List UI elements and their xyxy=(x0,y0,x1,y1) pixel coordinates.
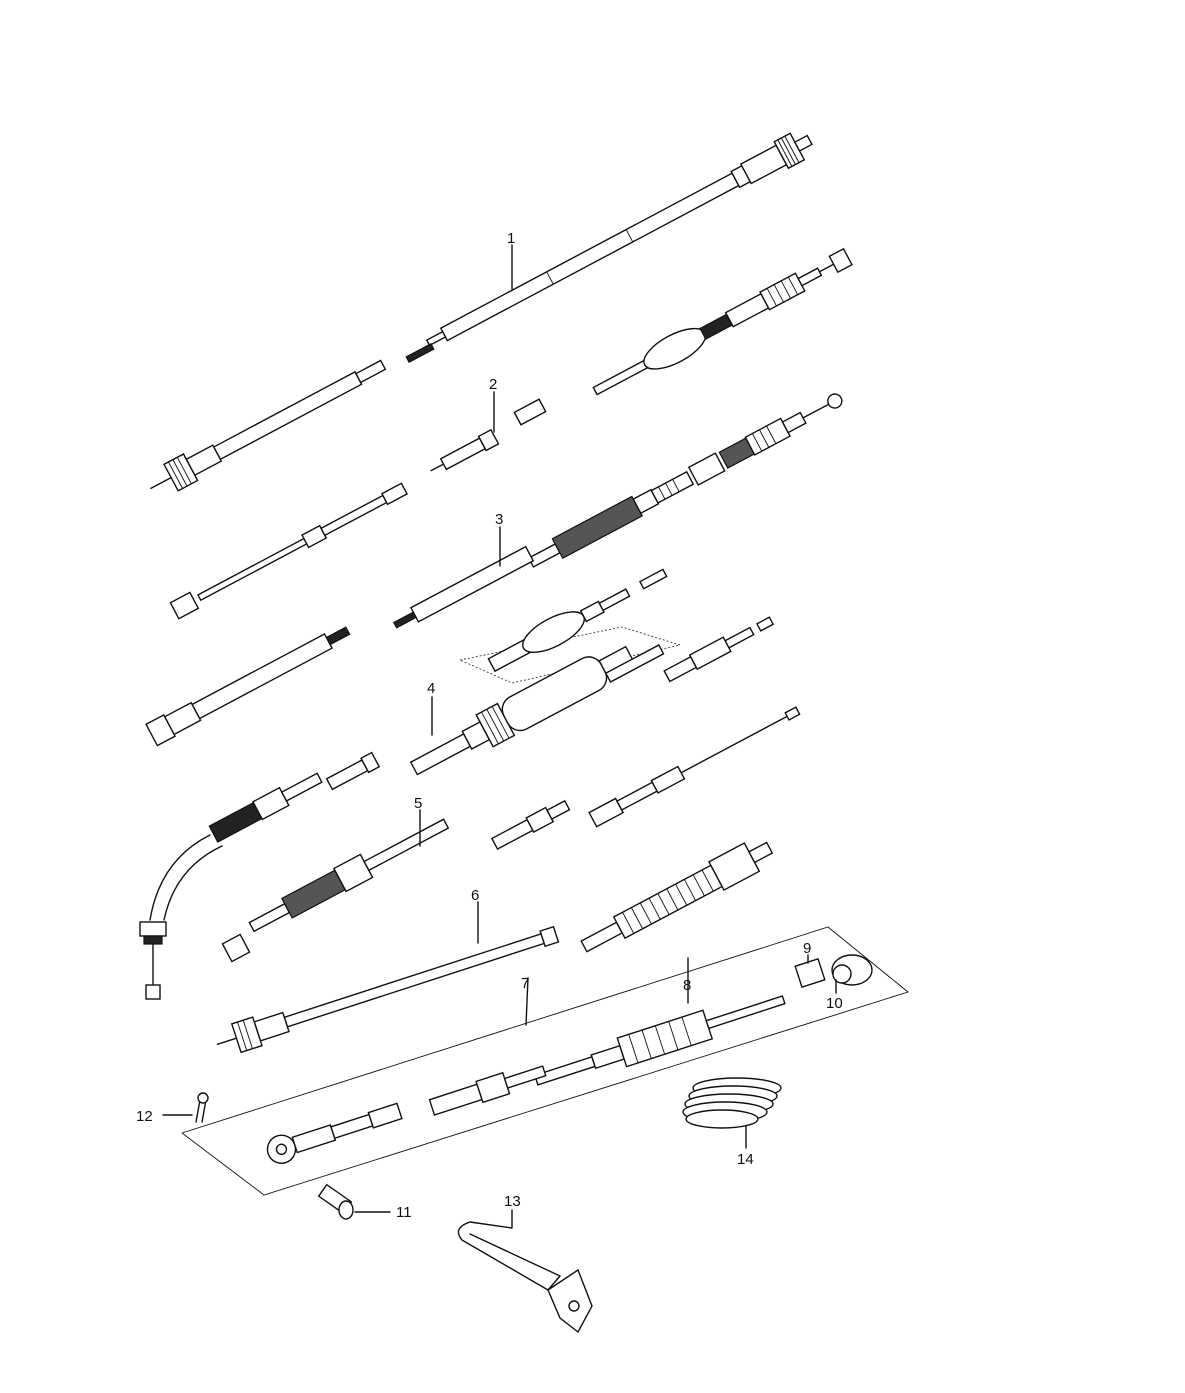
cable-3-subassembly xyxy=(458,568,775,684)
callout-2: 2 xyxy=(489,376,497,393)
callout-6: 6 xyxy=(471,887,479,904)
callout-10: 10 xyxy=(826,995,843,1012)
callout-5: 5 xyxy=(414,795,422,812)
cable-4-throttle xyxy=(139,644,665,1000)
part-9-nut xyxy=(794,954,826,989)
part-11-pin xyxy=(317,1183,391,1220)
part-10-adjuster xyxy=(831,954,873,986)
cable-1-speedometer xyxy=(150,132,813,492)
callout-3: 3 xyxy=(495,511,503,528)
callout-8: 8 xyxy=(683,977,691,994)
callout-13: 13 xyxy=(504,1193,521,1210)
callout-7: 7 xyxy=(521,975,529,992)
cable-2-clutch xyxy=(169,247,853,620)
callout-4: 4 xyxy=(427,680,435,697)
cable-3-brake xyxy=(145,393,843,747)
callout-12: 12 xyxy=(136,1108,153,1125)
callout-14: 14 xyxy=(737,1151,754,1168)
part-14-spring xyxy=(682,1077,782,1149)
cable-6-tachometer xyxy=(216,841,774,1054)
cable-7-rear-brake xyxy=(181,926,909,1196)
cable-5-throttle-return xyxy=(221,706,801,963)
part-12-cotter-pin xyxy=(162,1092,209,1123)
callout-1: 1 xyxy=(507,230,515,247)
part-13-bracket xyxy=(457,1209,593,1334)
callout-9: 9 xyxy=(803,940,811,957)
callout-11: 11 xyxy=(396,1204,412,1221)
